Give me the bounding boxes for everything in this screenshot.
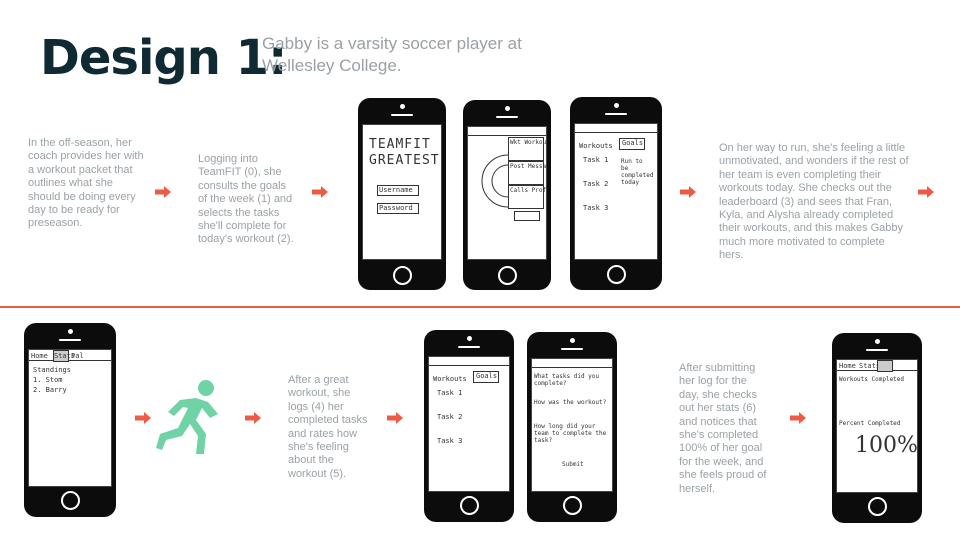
story-step-3: On her way to run, she's feeling a littl… [719,142,909,262]
phone-sketch-workout-2: Workouts Goals Task 1 Task 2 Task 3 [424,330,514,522]
sketch-menu-1: Wkt Workout [510,139,547,146]
sketch-stats-tab-2: Stats [859,362,881,370]
sketch-standings-row-1: 1. Stom [33,376,63,384]
sketch-goals-2: Goals [476,372,498,380]
sketch-tab-3: Pal [71,352,84,360]
story-step-4: After a great workout, she logs (4) her … [288,374,368,480]
sketch-app-title: TEAMFIT [369,137,431,152]
sketch-menu-2: Post Message [510,163,547,170]
phone-sketch-workout: Workouts Goals Task 1 Task 2 Task 3 Run … [570,97,662,290]
phone-sketch-log: What tasks did you complete? How was the… [527,332,617,522]
runner-icon [156,380,218,454]
story-step-1: In the off-season, her coach provides he… [28,137,144,230]
sketch-app-title-2: GREATEST [369,153,440,168]
sketch-stats-percent: 100% [855,433,918,458]
sketch-log-q2: How was the workout? [534,399,607,406]
sketch-stats-heading-1: Workouts Completed [839,376,905,383]
sketch-task-3b: Task 3 [437,437,463,445]
arrow-right-icon [680,186,696,198]
page-title: Design 1: [40,30,287,86]
sketch-workouts-label: Workouts [579,142,613,150]
sketch-stats-heading-2: Percent Completed [839,420,901,427]
sketch-tab-1: Home [31,352,48,360]
sketch-menu-3: Calls Profile [510,187,547,194]
sketch-task-1: Task 1 [583,156,609,164]
story-step-2: Logging into TeamFIT (0), she consults t… [198,153,294,246]
arrow-right-icon [918,186,934,198]
sketch-task-1b: Task 1 [437,389,463,397]
row-divider [0,306,960,308]
arrow-right-icon [790,412,806,424]
arrow-right-icon [312,186,328,198]
sketch-log-q3: How long did your team to complete the t… [534,423,607,444]
sketch-task-2: Task 2 [583,180,609,188]
phone-sketch-stats: Home Stats Workouts Completed Percent Co… [832,333,922,523]
arrow-right-icon [387,412,403,424]
sketch-password: Password [379,204,413,212]
sketch-username: Username [379,186,413,194]
sketch-task-3: Task 3 [583,204,609,212]
sketch-standings-heading: Standings [33,366,71,374]
sketch-log-submit: Submit [562,461,584,468]
phone-sketch-menu: Wkt Workout Post Message Calls Profile [463,100,551,290]
sketch-note: Run to be completed today [621,158,654,186]
sketch-stats-tab-1: Home [839,362,856,370]
phone-sketch-login: TEAMFIT GREATEST Username Password [358,98,446,290]
phone-sketch-standings: Home Stats Pal Standings 1. Stom 2. Barr… [24,323,116,517]
sketch-log-q1: What tasks did you complete? [534,373,600,387]
sketch-workouts-label-2: Workouts [433,375,467,383]
arrow-right-icon [155,186,171,198]
arrow-right-icon [135,412,151,424]
sketch-goals: Goals [622,139,644,147]
arrow-right-icon [245,412,261,424]
sketch-tab-2: Stats [54,352,76,360]
story-step-5: After submitting her log for the day, sh… [679,362,767,495]
sketch-task-2b: Task 2 [437,413,463,421]
sketch-standings-row-2: 2. Barry [33,386,67,394]
page-subtitle: Gabby is a varsity soccer player at Well… [262,34,522,75]
